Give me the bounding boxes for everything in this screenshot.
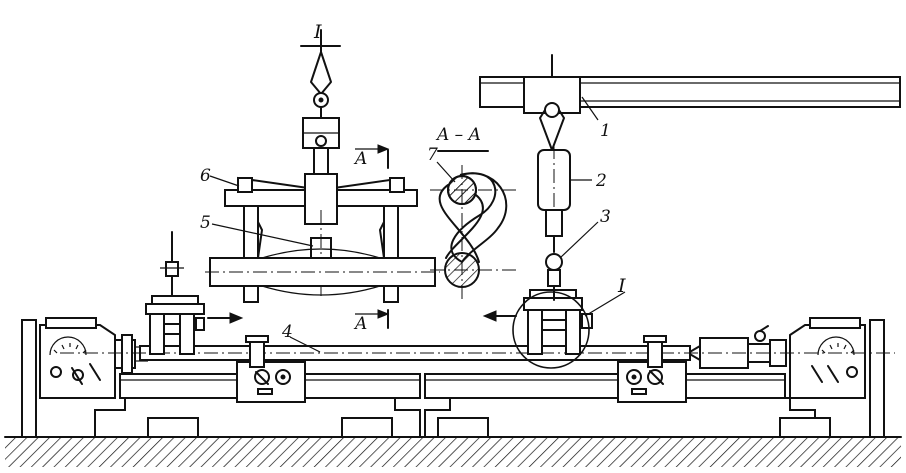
detail-label-top: I [313,21,322,43]
hoist-body [537,145,571,271]
gripper-right [523,269,593,355]
callout-3: 3 [600,207,611,227]
gripped-shaft-section [205,248,440,296]
leader-lines [209,96,626,353]
section-mark-top: A [353,149,367,169]
arrow-left [482,310,517,322]
callout-6: 6 [200,166,211,186]
callout-4: 4 [281,322,293,342]
callout-7: 7 [427,145,438,165]
detail-circle [512,291,590,369]
gripper-left [145,231,205,355]
workpiece-shaft [60,345,895,361]
carriage-right [617,361,687,403]
tailstock [789,317,866,399]
section-cut-line [355,144,390,329]
headstock [39,317,116,399]
callout-1: 1 [600,121,611,141]
floor [4,436,902,467]
tailstock-quill [686,325,787,369]
section-title: A – A [435,125,481,145]
callout-5: 5 [200,213,211,233]
steady-rest-left [245,335,269,368]
gripper-spring-unit [302,117,340,175]
detail-label-ring: I [617,275,626,297]
section-mark-bottom: A [353,314,367,334]
detail-label-top-group: I [300,21,341,47]
arrow-right [207,312,244,324]
foundation-bed-right [424,397,831,438]
crane-girder [479,76,901,114]
headstock-chuck [114,334,148,374]
section-a-a-view [430,150,520,300]
right-frame-post [869,319,885,438]
carriage-left [236,361,306,403]
left-frame-post [21,319,37,438]
gripper-crossbeam [224,173,418,225]
crane-hook-top [310,29,332,119]
callout-2: 2 [595,171,607,191]
steady-rest-right [643,335,667,368]
foundation-bed-left [94,397,421,438]
